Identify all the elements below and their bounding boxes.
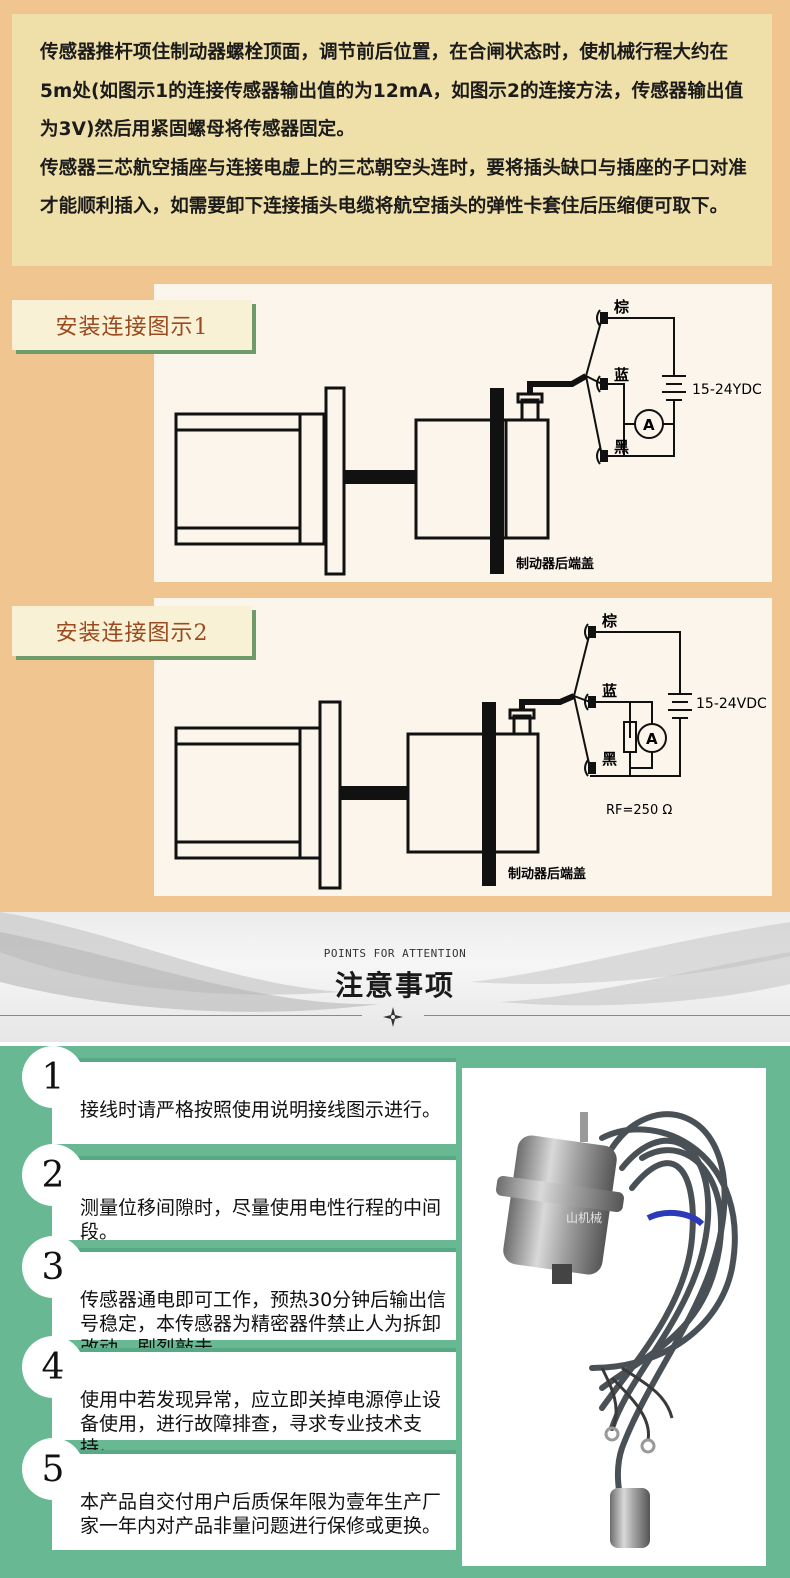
attention-header: POINTS FOR ATTENTION 注意事项 (0, 912, 790, 1042)
photo-watermark: 山机械 (566, 1210, 602, 1225)
note-number: 4 (22, 1336, 84, 1398)
note-item-4: 4 使用中若发现异常，应立即关掉电源停止设备使用，进行故障排查，寻求专业技术支持… (22, 1336, 456, 1459)
note-number: 1 (22, 1046, 84, 1108)
voltage-label: 15-24YDC (692, 382, 762, 398)
sensor-cable-illustration: 山机械 (496, 1111, 738, 1548)
note-number: 3 (22, 1236, 84, 1298)
attention-title: 注意事项 (334, 969, 455, 1002)
diagram-2-title: 安装连接图示2 (12, 606, 252, 656)
note-text: 测量位移间隙时，尽量使用电性行程的中间段。 (80, 1197, 442, 1243)
note-item-5: 5 本产品自交付用户后质保年限为壹年生产厂家一年内对产品非量问题进行保修或更换。 (22, 1438, 456, 1550)
swoosh-background (0, 912, 790, 1012)
intro-paragraph-1: 传感器推杆项住制动器螺栓顶面，调节前后位置，在合闸状态时，使机械行程大约在5m处… (40, 42, 744, 140)
attention-subtitle: POINTS FOR ATTENTION (323, 947, 467, 960)
motor-flange (324, 386, 346, 576)
divider-right (424, 1015, 790, 1016)
wire-brown-label: 棕 (602, 612, 617, 630)
wire-black-label: 黑 (602, 750, 617, 768)
intro-paragraph-2: 传感器三芯航空插座与连接电虚上的三芯朝空头连时，要将插头缺口与插座的子口对准才能… (40, 157, 747, 218)
wire-brown-label: 棕 (614, 298, 629, 316)
wiring-diagram-1-drawing: 棕 蓝 黑 A 15-24YDC 制动器后端盖 (174, 298, 762, 576)
motor-flange (318, 700, 342, 890)
attention-notes: 1 接线时请严格按照使用说明接线图示进行。 2 测量位移间隙时，尽量使用电性行程… (0, 1046, 790, 1578)
wiring-diagram-1: 棕 蓝 黑 A 15-24YDC 制动器后端盖 (154, 284, 772, 582)
motor-body (174, 412, 302, 546)
note-item-1: 1 接线时请严格按照使用说明接线图示进行。 (22, 1046, 456, 1144)
wire-blue-label: 蓝 (614, 366, 629, 384)
motor-body (174, 726, 302, 860)
ammeter-symbol: A (646, 730, 658, 748)
voltage-label: 15-24VDC (696, 696, 767, 712)
product-photo: 山机械 (462, 1068, 766, 1566)
note-text: 本产品自交付用户后质保年限为壹年生产厂家一年内对产品非量问题进行保修或更换。 (80, 1491, 442, 1537)
wiring-diagram-2-drawing: 棕 蓝 黑 A 15-24VDC RF=250 Ω 制动器后端盖 (174, 612, 767, 890)
note-number: 5 (22, 1438, 84, 1500)
sensor-cylinder (496, 1112, 624, 1284)
wiring-diagram-2: 棕 蓝 黑 A 15-24VDC RF=250 Ω 制动器后端盖 (154, 598, 772, 896)
note-item-2: 2 测量位移间隙时，尽量使用电性行程的中间段。 (22, 1144, 456, 1243)
installation-section: 传感器推杆项住制动器螺栓顶面，调节前后位置，在合闸状态时，使机械行程大约在5m处… (0, 0, 790, 912)
ammeter-symbol: A (643, 416, 655, 434)
note-item-3: 3 传感器通电即可工作，预热30分钟后输出信号稳定，本传感器为精密器件禁止人为拆… (22, 1236, 456, 1359)
diagram-1-title: 安装连接图示1 (12, 300, 252, 350)
note-text: 接线时请严格按照使用说明接线图示进行。 (80, 1099, 442, 1121)
cable-connector (610, 1488, 650, 1548)
divider-left (0, 1015, 362, 1016)
brake-end-cover (482, 702, 496, 886)
wire-blue-label: 蓝 (602, 682, 617, 700)
ornament-icon (383, 1007, 403, 1027)
brake-cover-label: 制动器后端盖 (508, 866, 586, 882)
resistor-label: RF=250 Ω (606, 803, 672, 818)
intro-text-box: 传感器推杆项住制动器螺栓顶面，调节前后位置，在合闸状态时，使机械行程大约在5m处… (12, 14, 772, 266)
sensor-body (406, 732, 490, 854)
brake-cover-label: 制动器后端盖 (516, 556, 594, 572)
wire-black-label: 黑 (614, 438, 629, 456)
brake-end-cover (490, 388, 504, 574)
note-number: 2 (22, 1144, 84, 1206)
shaft (344, 470, 416, 484)
shaft (340, 786, 408, 800)
